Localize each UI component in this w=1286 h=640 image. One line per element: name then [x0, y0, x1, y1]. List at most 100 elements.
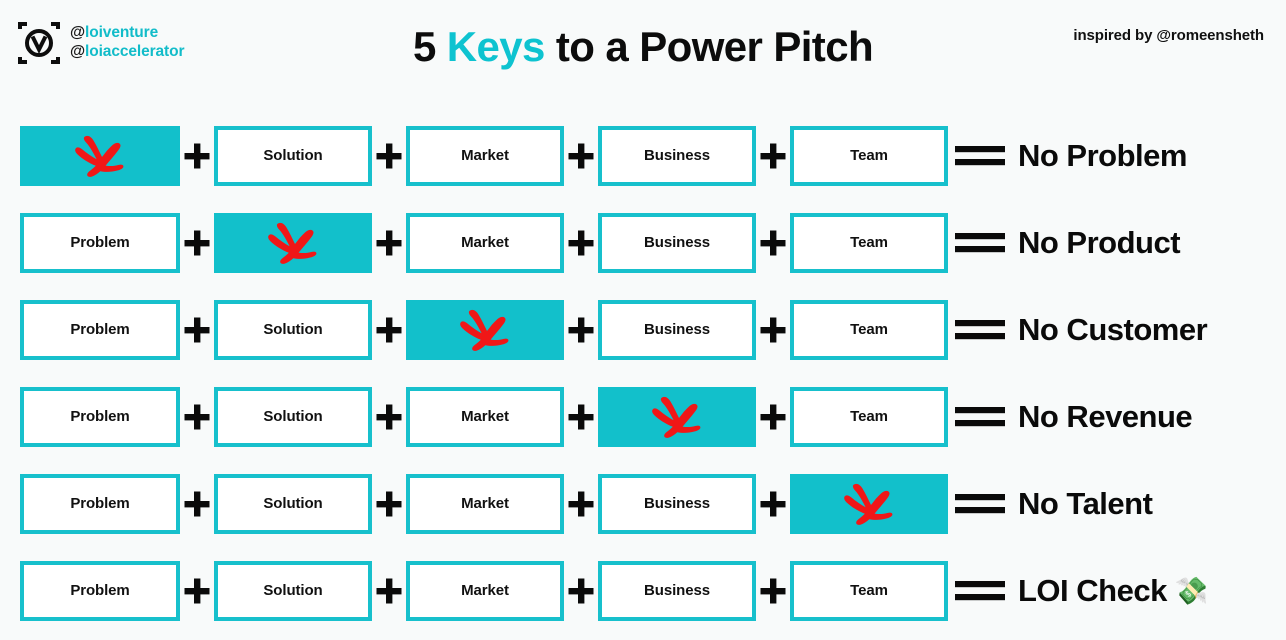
cell-problem[interactable]: Problem: [20, 299, 180, 360]
plus-icon: [564, 316, 598, 344]
page-title: 5 Keys to a Power Pitch: [0, 23, 1286, 71]
at-symbol-0: @: [70, 24, 86, 42]
cell-business[interactable]: Business: [598, 473, 756, 534]
equals-icon: [948, 489, 1012, 519]
credit-line: inspired by @romeensheth: [1073, 27, 1264, 44]
cell-market[interactable]: Market: [406, 386, 564, 447]
red-cross-icon: [69, 133, 131, 179]
cell-label: Solution: [263, 582, 323, 599]
title-part-1: 5: [412, 23, 447, 70]
cell-solution[interactable]: Solution: [214, 560, 372, 621]
plus-icon: [756, 316, 790, 344]
plus-icon: [372, 229, 406, 257]
plus-icon: [372, 403, 406, 431]
equals-icon: [948, 315, 1012, 345]
cell-market[interactable]: Market: [406, 473, 564, 534]
cell-solution[interactable]: Solution: [214, 125, 372, 186]
at-symbol-1: @: [70, 43, 86, 60]
red-cross-icon: [646, 394, 708, 440]
row-result: No Customer: [1012, 311, 1208, 348]
cell-business[interactable]: Business: [598, 560, 756, 621]
cell-solution[interactable]: Solution: [214, 386, 372, 447]
plus-icon: [756, 229, 790, 257]
cell-label: Team: [850, 321, 888, 338]
cell-business[interactable]: Business: [598, 299, 756, 360]
red-cross-icon: [262, 220, 324, 266]
plus-icon: [564, 142, 598, 170]
row-cells: Problem Solution Market Business Team: [0, 386, 948, 447]
cell-team[interactable]: Team: [790, 386, 948, 447]
plus-icon: [372, 577, 406, 605]
plus-icon: [564, 403, 598, 431]
row-result-label: No Problem: [1018, 137, 1187, 173]
equation-rows: ProblemSolutionMarketBusinessTeamNo Prob…: [0, 104, 1286, 640]
cell-business[interactable]: Business: [598, 125, 756, 186]
cell-market[interactable]: Market: [406, 560, 564, 621]
cell-label: Market: [461, 495, 509, 512]
cell-problem-crossed[interactable]: Problem: [20, 125, 180, 186]
plus-icon: [180, 229, 214, 257]
cell-label: Business: [644, 582, 710, 599]
equals-icon: [948, 141, 1012, 171]
plus-icon: [180, 577, 214, 605]
page-header: @loiventure @loiaccelerator 5 Keys to a …: [0, 0, 1286, 104]
cell-problem[interactable]: Problem: [20, 386, 180, 447]
plus-icon: [180, 316, 214, 344]
cell-solution[interactable]: Solution: [214, 299, 372, 360]
cell-team[interactable]: Team: [790, 212, 948, 273]
plus-icon: [564, 490, 598, 518]
row-cells: Problem Solution Market Business Team: [0, 560, 948, 621]
plus-icon: [372, 316, 406, 344]
cell-market[interactable]: Market: [406, 125, 564, 186]
equation-row: Problem Solution Market Business Team No Cust…: [0, 286, 1286, 373]
plus-icon: [180, 490, 214, 518]
cell-market-crossed[interactable]: Market: [406, 299, 564, 360]
money-with-wings-icon: 💸: [1174, 575, 1209, 606]
cell-problem[interactable]: Problem: [20, 473, 180, 534]
title-accent-keys: Keys: [446, 23, 546, 70]
cell-business[interactable]: Business: [598, 212, 756, 273]
cell-team-crossed[interactable]: Team: [790, 473, 948, 534]
cell-team[interactable]: Team: [790, 125, 948, 186]
equation-row: Problem Solution Market Business Team LOI Che…: [0, 547, 1286, 634]
equation-row: Problem Solution Market Business Team No Prob…: [0, 112, 1286, 199]
cell-business-crossed[interactable]: Business: [598, 386, 756, 447]
plus-icon: [756, 577, 790, 605]
equals-icon: [948, 576, 1012, 606]
row-result: LOI Check💸: [1012, 573, 1208, 609]
cell-market[interactable]: Market: [406, 212, 564, 273]
cell-solution-crossed[interactable]: Solution: [214, 212, 372, 273]
row-result: No Talent: [1012, 485, 1153, 522]
row-result: No Problem: [1012, 138, 1187, 174]
handle-loiventure[interactable]: @loiventure: [70, 24, 184, 43]
loi-venture-logo-icon: [18, 22, 60, 64]
plus-icon: [372, 490, 406, 518]
row-result: No Revenue: [1012, 398, 1193, 435]
cell-label: Business: [644, 321, 710, 338]
cell-label: Solution: [263, 408, 323, 425]
red-cross-icon: [454, 307, 516, 353]
cell-label: Market: [461, 147, 509, 164]
cell-solution[interactable]: Solution: [214, 473, 372, 534]
equals-icon: [948, 228, 1012, 258]
cell-team[interactable]: Team: [790, 299, 948, 360]
cell-label: Problem: [70, 321, 130, 338]
plus-icon: [180, 142, 214, 170]
cell-label: Problem: [70, 234, 130, 251]
plus-icon: [180, 403, 214, 431]
cell-problem[interactable]: Problem: [20, 560, 180, 621]
cell-team[interactable]: Team: [790, 560, 948, 621]
cell-problem[interactable]: Problem: [20, 212, 180, 273]
cell-label: Market: [461, 582, 509, 599]
row-result-label: No Revenue: [1018, 398, 1193, 434]
handle-loiaccelerator[interactable]: @loiaccelerator: [70, 43, 185, 62]
plus-icon: [564, 577, 598, 605]
cell-label: Problem: [70, 408, 130, 425]
plus-icon: [372, 142, 406, 170]
title-part-2: to a Power Pitch: [544, 23, 874, 70]
row-cells: Problem Solution Market Business Team: [0, 212, 948, 273]
equation-row: Problem Solution Market Business Team No Reve…: [0, 373, 1286, 460]
plus-icon: [756, 142, 790, 170]
row-result-label: No Talent: [1018, 485, 1153, 521]
row-result-label: No Customer: [1018, 311, 1208, 347]
